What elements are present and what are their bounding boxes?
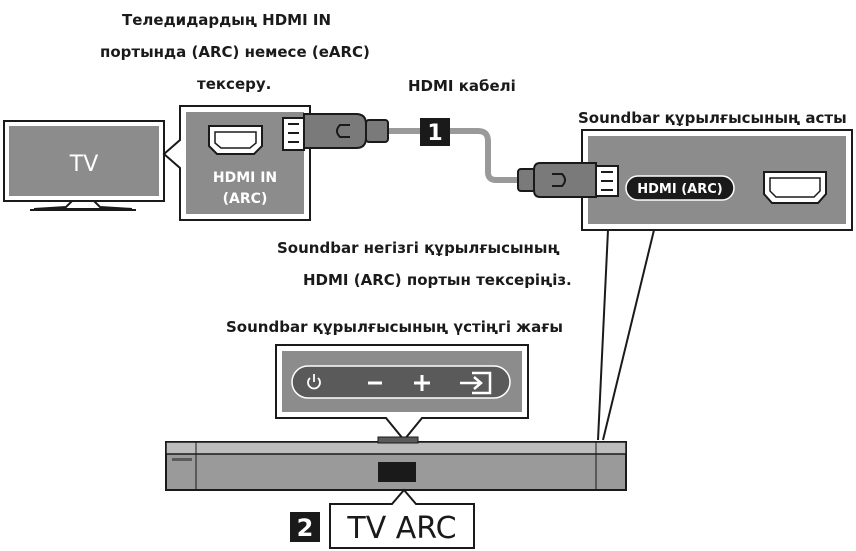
soundbar-top-label: Soundbar құрылғысының үстіңгі жағы [226,318,563,336]
tv-hdmi-port-icon [208,125,263,155]
check-port-line2: HDMI (ARC) портын тексеріңіз. [303,271,572,289]
step1-badge [420,118,450,146]
tv-check-line3: тексеру. [197,75,272,93]
soundbar-port-tag [625,175,735,201]
tv-arc-label: TV ARC [346,511,456,546]
step1-number: 1 [427,121,442,146]
tv-arc-callout [329,488,475,549]
volume-up-button[interactable] [414,375,430,391]
tv-check-line1: Теледидардың HDMI IN [122,11,332,29]
tv-label: TV [69,152,99,177]
hdmi-cable-label: HDMI кабелі [408,77,516,95]
hdmi-cable [398,128,530,183]
tv-port-label-line1: HDMI IN [213,170,277,186]
check-port-line1: Soundbar негізгі құрылғысының [277,239,560,257]
soundbar-port-label: HDMI (ARC) [637,182,722,197]
hdmi-plug-left-icon [282,113,389,151]
step2-badge [290,512,320,542]
tv-port-label-line2: (ARC) [223,191,268,207]
source-button[interactable] [460,371,492,395]
step2-number: 2 [297,514,314,542]
tv-check-line2: портында (ARC) немесе (eARC) [100,43,370,61]
hdmi-plug-right-icon [517,162,619,198]
soundbar-bottom-label: Soundbar құрылғысының асты [578,109,847,127]
soundbar-hdmi-port-icon [763,171,827,204]
soundbar-display [378,462,416,482]
tv-icon [3,120,165,211]
control-panel-callout [275,344,529,442]
power-button[interactable] [307,374,321,390]
